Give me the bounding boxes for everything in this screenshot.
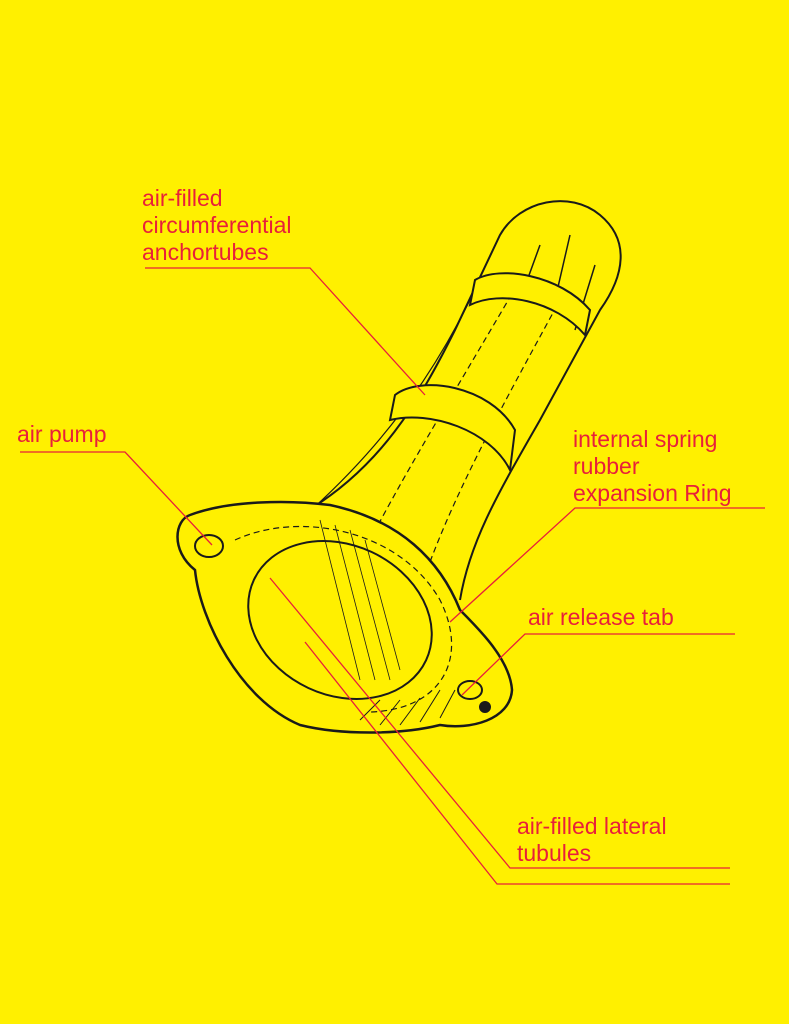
leader-spring-ring [449,507,765,623]
leader-air-pump [20,451,213,546]
leader-anchortubes [145,267,426,396]
label-anchortubes: air-filled circumferential anchortubes [142,185,292,265]
label-lateral-tubules: air-filled lateral tubules [517,813,667,866]
leader-lines [20,267,765,885]
air-pump-bulb [194,534,224,558]
device-drawing [176,200,622,734]
label-spring-ring: internal spring rubber expansion Ring [573,426,732,506]
leader-lateral-tubules-1 [269,577,730,869]
leader-release-tab [461,633,735,696]
label-air-pump: air pump [17,421,107,447]
leader-lateral-tubules-2 [304,641,730,885]
label-release-tab: air release tab [528,604,674,630]
